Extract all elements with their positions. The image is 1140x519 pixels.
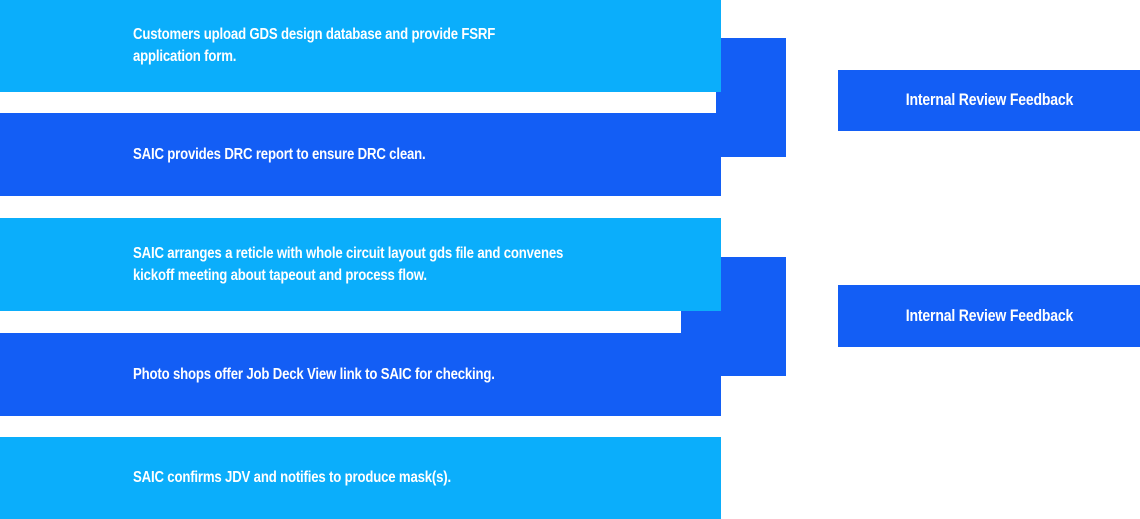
flow-step-5-label: SAIC confirms JDV and notifies to produc… xyxy=(133,469,452,486)
flow-step-4: Photo shops offer Job Deck View link to … xyxy=(0,333,721,416)
flow-step-1-label: Customers upload GDS design database and… xyxy=(133,26,496,65)
flow-step-2: SAIC provides DRC report to ensure DRC c… xyxy=(0,113,721,196)
flow-step-4-label: Photo shops offer Job Deck View link to … xyxy=(133,365,495,383)
flow-step-3-label: SAIC arranges a reticle with whole circu… xyxy=(133,244,564,284)
flow-step-1: Customers upload GDS design database and… xyxy=(0,0,721,92)
internal-review-feedback-label-2: Internal Review Feedback xyxy=(905,306,1073,325)
internal-review-feedback-box-1: Internal Review Feedback xyxy=(838,70,1140,131)
internal-review-feedback-box-2: Internal Review Feedback xyxy=(838,285,1140,347)
flow-step-2-label: SAIC provides DRC report to ensure DRC c… xyxy=(133,145,426,163)
flow-step-3: SAIC arranges a reticle with whole circu… xyxy=(0,218,721,311)
review-loop-connector-1 xyxy=(716,38,786,157)
flow-step-5: SAIC confirms JDV and notifies to produc… xyxy=(0,437,721,519)
internal-review-feedback-label-1: Internal Review Feedback xyxy=(905,91,1073,109)
